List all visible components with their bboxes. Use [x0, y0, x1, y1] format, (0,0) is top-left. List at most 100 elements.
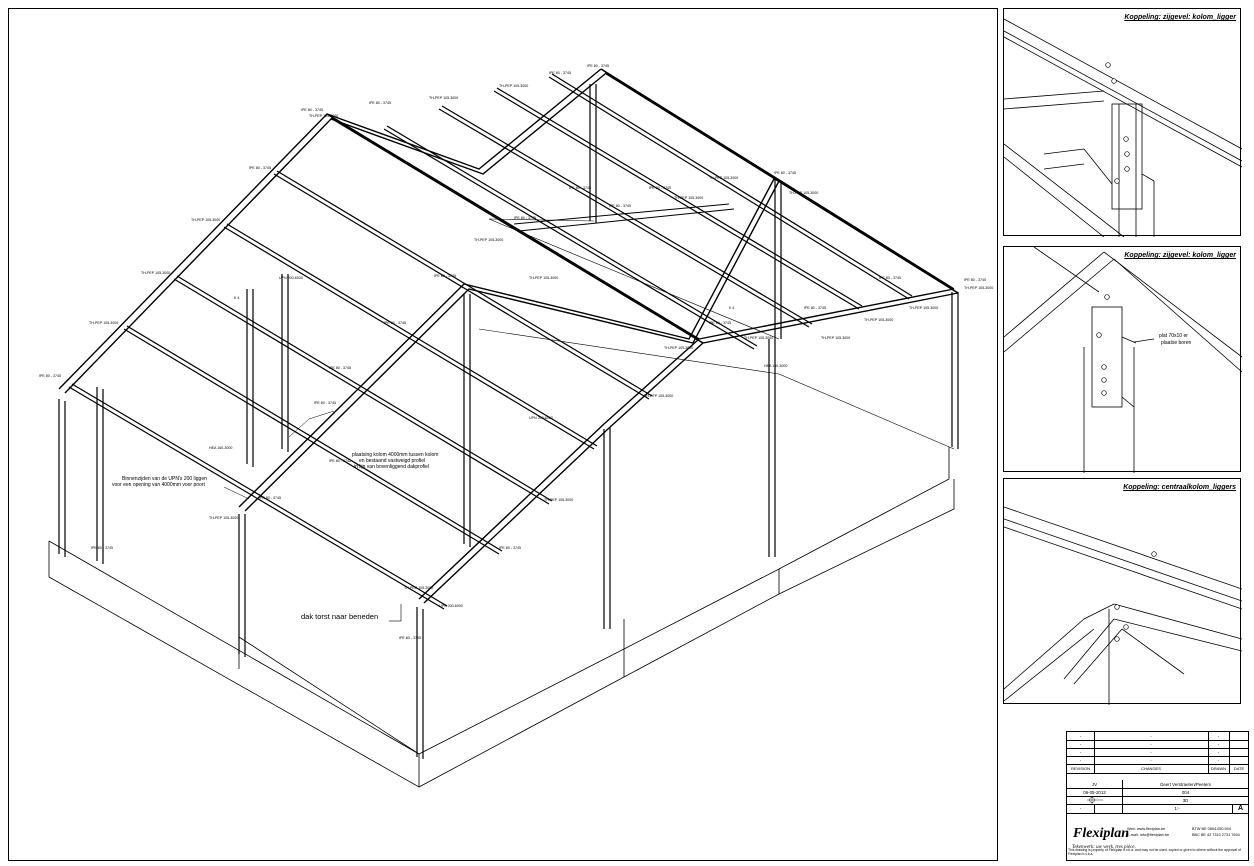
tag: TH-PEP 105-3000 [709, 176, 738, 180]
revision-header: REVISION [1067, 764, 1095, 773]
detail-title: Koppeling: centraalkolom_liggers [1123, 484, 1236, 491]
revision-cell: - [1067, 732, 1095, 740]
drawn-cell: - [1208, 756, 1230, 764]
copyright-note: This drawing is property of Flexiplan b.… [1068, 848, 1241, 856]
revision-cell: - [1067, 748, 1095, 756]
tag: TH-PEP 105-3000 [529, 276, 558, 280]
tag: IPE 80 - 3745 [964, 278, 986, 282]
tag: IPE 80 - 3745 [369, 101, 391, 105]
tag: IPE 80 - 3745 [249, 166, 271, 170]
drawing-date: 06-05-2013 [1067, 788, 1123, 796]
drawing-number: 004 [1181, 789, 1190, 795]
tag: IPE 80 - 3745 [329, 459, 351, 463]
changes-cell: - [1094, 756, 1209, 764]
tag: IPE 80 - 3745 [649, 186, 671, 190]
tag: IPE 80 - 3745 [709, 321, 731, 325]
changes-cell: - [1094, 732, 1209, 740]
projection-icon [1086, 796, 1103, 804]
tag: TH-PEP 105-3000 [499, 84, 528, 88]
tag: IPE 80 - 3745 [259, 496, 281, 500]
tag: HEA 160-3000 [764, 364, 787, 368]
tag: IPE 80 - 3745 [329, 366, 351, 370]
changes-cell: - [1094, 748, 1209, 756]
tag: TH-PEP 105-3000 [664, 346, 693, 350]
tag: IPE 80 - 3745 [434, 274, 456, 278]
date-header: DATE [1233, 766, 1245, 771]
main-3d-view: IPE 80 - 3745 TH-PEP 105-3000 IPE 80 - 3… [8, 8, 998, 861]
size-cell [1094, 804, 1123, 813]
tag: TH-PEP 105-3000 [404, 586, 433, 590]
detail-3-drawing [1004, 506, 1242, 705]
tag: UPN 200-6000 [279, 276, 303, 280]
title-block: - - - - - - - - - - - - REVISION CHANGES… [1066, 731, 1249, 861]
note-ridge: dak torst naar beneden [301, 612, 378, 621]
tag: TH-PEP 105-3000 [89, 321, 118, 325]
scale: 1:- [1122, 804, 1233, 813]
tag: TH-PEP 105-3000 [141, 271, 170, 275]
projection-symbol [1067, 796, 1123, 804]
tag: TH-PEP 105-3000 [474, 238, 503, 242]
tag: IPE 80 - 3745 [499, 546, 521, 550]
tag: IPE 80 - 3745 [569, 186, 591, 190]
tag: TH-PEP 105-3000 [544, 498, 573, 502]
tag: TH-PEP 105-3000 [309, 114, 338, 118]
tag: IPE 80 - 3745 [879, 276, 901, 280]
drawn-cell: - [1208, 748, 1230, 756]
tag: TH-PEP 105-3000 [674, 196, 703, 200]
sheet-cell: - [1067, 804, 1095, 813]
structure-drawing: IPE 80 - 3745 TH-PEP 105-3000 IPE 80 - 3… [39, 64, 993, 788]
tag: TH-PEP 105-3000 [429, 96, 458, 100]
tag: TH-PEP 105-3000 [864, 318, 893, 322]
note-placement-1: plaatsing kolom 4000mm tussen kolom [352, 452, 438, 458]
tag: IPE 80 - 3745 [301, 108, 323, 112]
detail-view-1: Koppeling: zijgevel: kolom_ligger [1003, 8, 1242, 237]
tag: IPE 80 - 3745 [587, 64, 609, 68]
bank-number: BBC BE 42 7310 2731 7694 [1192, 833, 1240, 837]
tag: UPN 200-6000 [529, 416, 553, 420]
tag: IPE 80 - 3745 [39, 374, 61, 378]
tag: IPE 80 - 3745 [399, 636, 421, 640]
drawn-cell: - [1208, 732, 1230, 740]
tag: TH-PEP 105-3000 [909, 306, 938, 310]
note-placement-3: in lijn van bovenliggend dakprofiel [354, 464, 429, 470]
tag: IPE 80 - 3745 [314, 401, 336, 405]
revision-letter: A [1237, 805, 1244, 812]
note-placement-2: en bestaand vastweigd profiel [359, 458, 425, 464]
detail-view-2: plat 70x10 er plaatse boren Koppeling: z… [1003, 246, 1242, 473]
tag: K 4 [729, 306, 734, 310]
tag: TH-PEP 105-3000 [644, 394, 673, 398]
tag: IPE 80 - 3745 [514, 216, 536, 220]
contact-web: Web: www.flexiplan.be [1127, 827, 1166, 831]
tag: TH-PEP 105-3000 [964, 286, 993, 290]
tag: TH-PEP 105-3000 [821, 336, 850, 340]
detail-1-drawing [1004, 18, 1242, 237]
tag: TH-PEP 105-3000 [744, 336, 773, 340]
drawn-cell: - [1208, 740, 1230, 748]
tag: IPE 80 - 3745 [91, 546, 113, 550]
drawn-header: DRAWN [1208, 764, 1230, 773]
tag: IPE 80 - 3745 [384, 321, 406, 325]
plate-note-2: plaatse boren [1161, 340, 1192, 346]
detail-2-drawing: plat 70x10 er plaatse boren [1004, 247, 1242, 473]
revision-cell: - [1067, 756, 1095, 764]
tag: HEA 160-3000 [209, 446, 232, 450]
detail-view-3: Koppeling: centraalkolom_liggers [1003, 478, 1242, 705]
view-type: 3D [1182, 797, 1189, 803]
tag: IPE 80 - 3745 [549, 71, 571, 75]
note-opening-1: Binnenzijden van de UPN's 200 liggen [122, 476, 207, 482]
company-slogan: Tekenwerk: uw werk, tres pièce. [1072, 845, 1136, 850]
tag: IPE 80 - 3745 [804, 306, 826, 310]
note-opening-2: voor een opening van 4000mm voor poort [112, 482, 205, 488]
client-name: Geert Verstraeten/Peeters [1159, 781, 1211, 787]
detail-title: Koppeling: zijgevel: kolom_ligger [1124, 14, 1236, 21]
detail-title: Koppeling: zijgevel: kolom_ligger [1124, 252, 1236, 259]
contact-email: E-mail: info@flexiplan.be [1127, 833, 1170, 837]
tag: IPE 80 - 3745 [609, 204, 631, 208]
vat-number: BTW BE 0894.050.594 [1192, 827, 1231, 831]
changes-header: CHANGES [1094, 764, 1209, 773]
tag: K 4 [234, 296, 239, 300]
tag: TH-PEP 105-3000 [789, 191, 818, 195]
tag: TH-PEP 105-3000 [191, 218, 220, 222]
changes-cell: - [1094, 740, 1209, 748]
flexiplan-logo: Flexiplan [1073, 826, 1130, 841]
